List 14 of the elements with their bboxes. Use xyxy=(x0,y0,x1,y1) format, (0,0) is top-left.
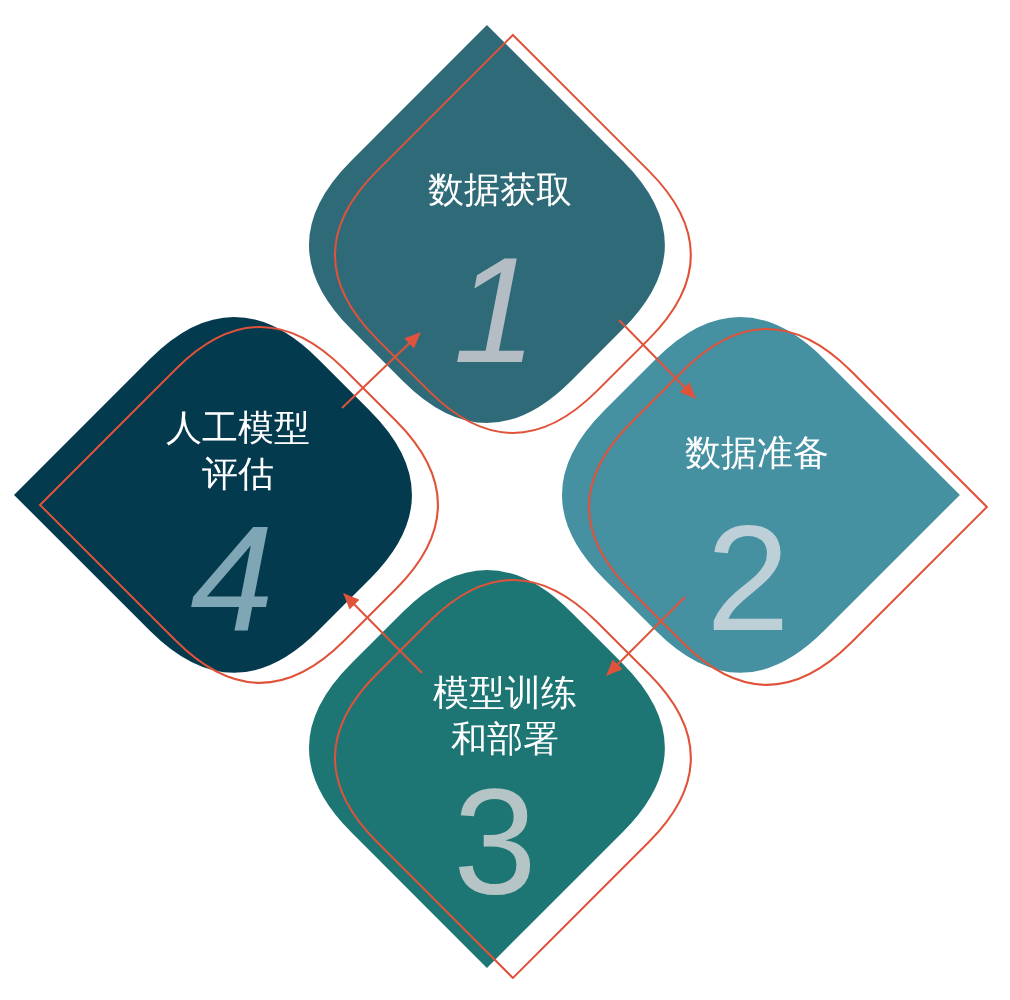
step-title: 模型训练和部署 xyxy=(432,670,578,761)
step-number: 1 xyxy=(453,235,537,385)
step-number: 2 xyxy=(706,503,790,653)
arrow xyxy=(343,593,423,674)
step-title: 数据准备 xyxy=(685,430,829,475)
arrow xyxy=(618,319,696,399)
arrow xyxy=(606,596,686,676)
step-title: 人工模型评估 xyxy=(165,405,311,496)
step-number: 3 xyxy=(453,767,537,917)
step-shape xyxy=(308,569,692,979)
step-number: 4 xyxy=(190,503,274,653)
step-shape xyxy=(308,24,692,434)
step-title: 数据获取 xyxy=(428,167,572,212)
arrow xyxy=(341,332,421,409)
